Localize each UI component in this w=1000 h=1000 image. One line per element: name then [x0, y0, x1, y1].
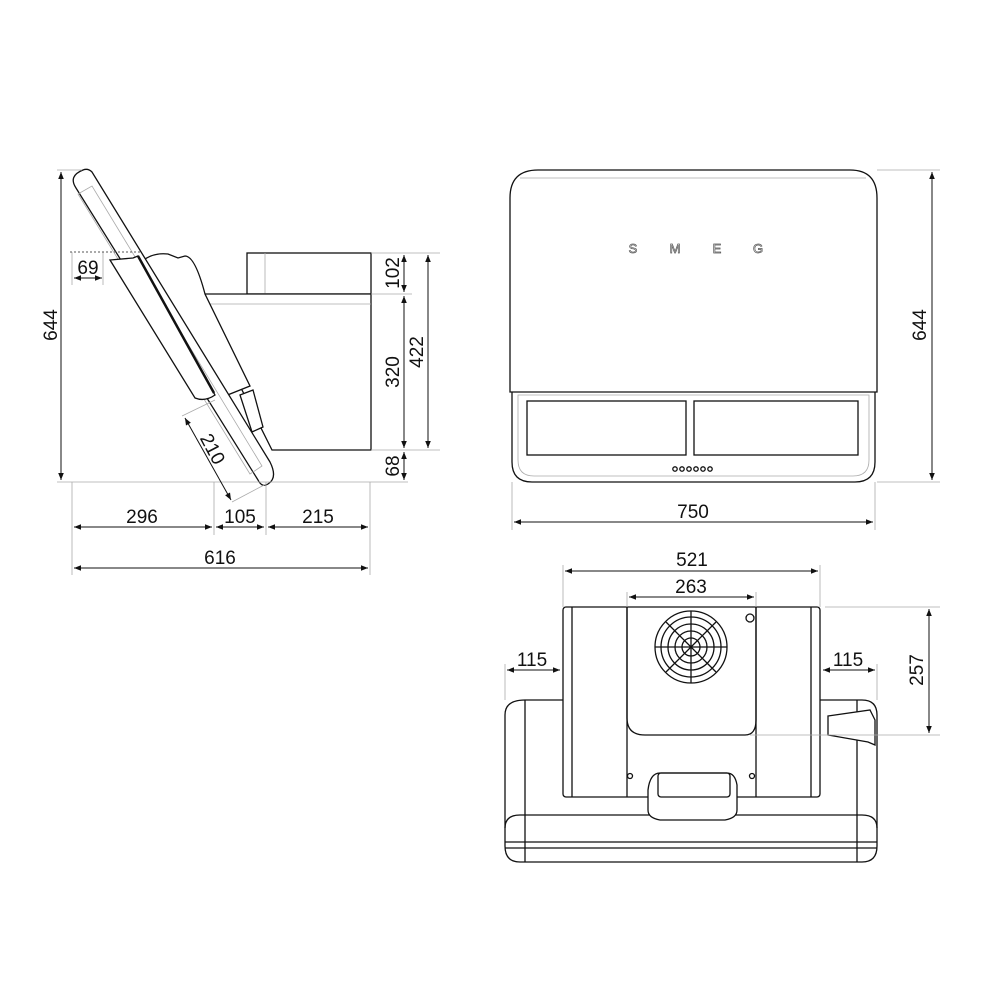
- svg-text:S: S: [629, 241, 638, 256]
- dim-top-115-left: 115: [517, 650, 547, 671]
- dim-body-320: 320: [383, 356, 404, 388]
- side-view: 644 69 210 102 320 422 68 296 105 215 61…: [41, 168, 440, 575]
- hood-front-panel: [509, 169, 878, 393]
- dim-top-263: 263: [675, 577, 707, 598]
- svg-text:G: G: [753, 241, 763, 256]
- svg-text:E: E: [713, 241, 722, 256]
- dim-depth-296: 296: [126, 507, 158, 528]
- dim-upper-422: 422: [407, 336, 428, 368]
- dim-height-644: 644: [41, 309, 62, 341]
- dim-gap-68: 68: [383, 455, 404, 476]
- control-buttons: [672, 466, 713, 472]
- dim-offset-69: 69: [77, 258, 98, 279]
- dim-top-115-right: 115: [833, 650, 863, 671]
- fixing-hole: [745, 613, 755, 623]
- dim-depth-616: 616: [204, 548, 236, 569]
- dim-depth-105: 105: [224, 507, 256, 528]
- smeg-logo: S M E G: [628, 241, 763, 257]
- motor-bump: [137, 253, 251, 401]
- fan-grille-icon: [654, 610, 728, 684]
- dim-depth-215: 215: [302, 507, 334, 528]
- dim-front-height-644: 644: [910, 309, 931, 341]
- filter-right: [693, 400, 859, 456]
- dim-front-width-750: 750: [677, 502, 709, 523]
- duct-box: [246, 252, 372, 295]
- dim-top-257: 257: [907, 654, 928, 686]
- dim-duct-102: 102: [383, 257, 404, 289]
- front-view: S M E G 644 750: [509, 169, 940, 530]
- svg-text:M: M: [670, 241, 681, 256]
- dim-top-521: 521: [676, 550, 708, 571]
- panel-inner: [108, 255, 216, 401]
- motor-plate: [626, 607, 757, 736]
- top-view: 521 263 115 115 257: [504, 550, 940, 863]
- filter-left: [526, 400, 687, 456]
- dim-diag-210: 210: [195, 430, 228, 468]
